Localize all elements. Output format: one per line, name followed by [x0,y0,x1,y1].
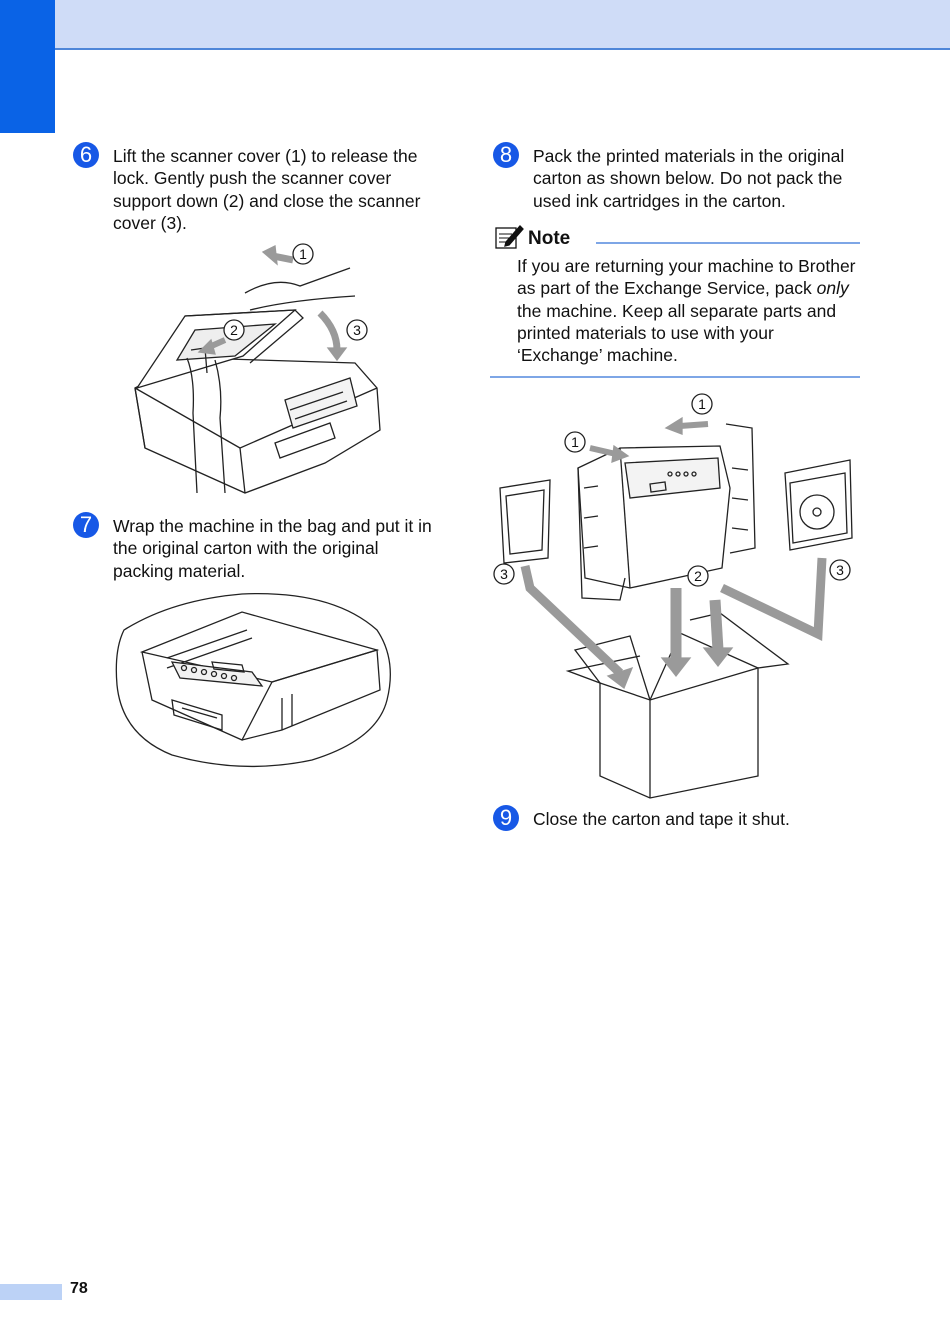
note-header: Note [490,220,860,252]
step-number-badge: 6 [73,142,99,168]
callout-1-left: 1 [571,434,579,450]
note-text-part: If you are returning your machine to Bro… [517,256,856,299]
callout-2: 2 [694,568,702,584]
step-number-badge: 9 [493,805,519,831]
note-bottom-rule [490,376,860,378]
callout-3-left: 3 [500,566,508,582]
step-number-badge: 8 [493,142,519,168]
step-text: Wrap the machine in the bag and put it i… [113,516,432,581]
note-pencil-icon [494,222,524,250]
scanner-cover-illustration: 1 2 3 [125,238,385,500]
note-top-rule [596,242,860,244]
note-emphasis: only [816,278,849,299]
header-band [0,0,950,50]
packing-carton-illustration: 1 1 3 2 3 [490,388,860,800]
callout-2: 2 [230,322,238,338]
callout-3: 3 [353,322,361,338]
callout-1: 1 [299,246,307,262]
step-number-badge: 7 [73,512,99,538]
step-text: Pack the printed materials in the origin… [533,146,845,211]
page-number: 78 [70,1280,88,1297]
step-text: Close the carton and tape it shut. [533,809,790,829]
callout-1-right: 1 [698,396,706,412]
page-number-tab [0,1284,62,1300]
note-text-part: the machine. Keep all separate parts and… [517,300,837,366]
callout-3-right: 3 [836,562,844,578]
note-body: If you are returning your machine to Bro… [517,255,862,366]
note-title: Note [528,228,571,249]
step-text: Lift the scanner cover (1) to release th… [113,146,421,233]
bagged-machine-illustration [112,590,397,775]
chapter-tab [0,0,55,133]
